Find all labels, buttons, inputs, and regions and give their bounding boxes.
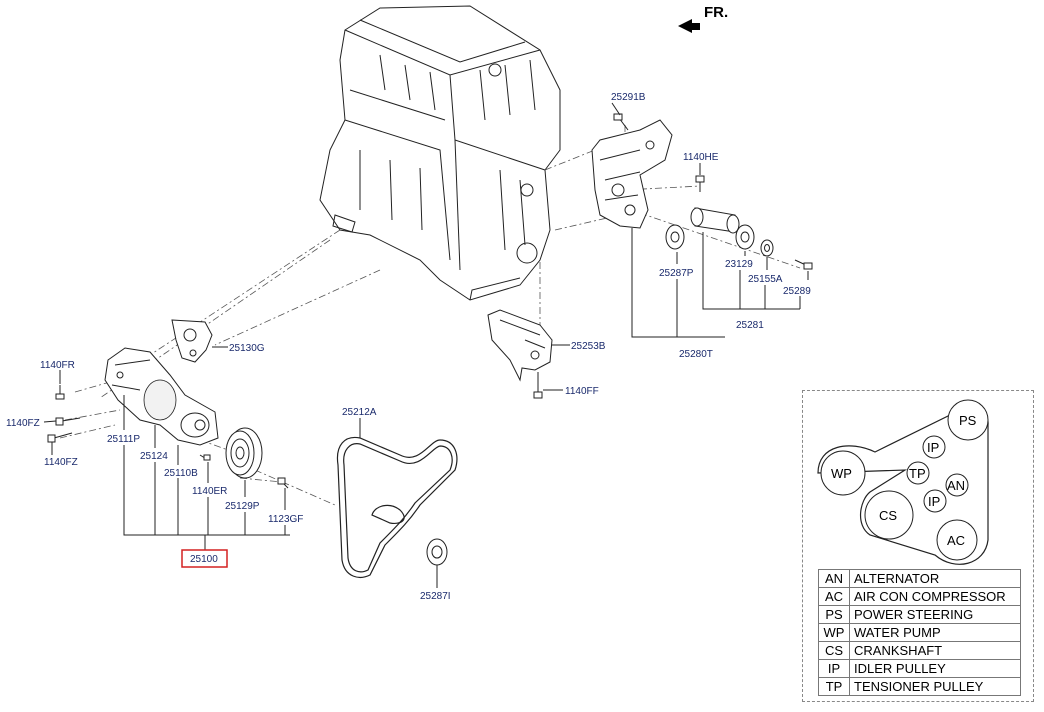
- legend-row: AN ALTERNATOR: [818, 569, 1021, 588]
- pulley-an-icon: [945, 473, 969, 497]
- bolt-1140FF: [533, 372, 543, 399]
- pulley-ac-icon: [936, 519, 978, 561]
- legend-row: TP TENSIONER PULLEY: [818, 677, 1021, 696]
- bracket-25253B: [487, 309, 553, 382]
- label-1140FF: 1140FF: [565, 386, 599, 397]
- legend-desc: AIR CON COMPRESSOR: [849, 587, 1021, 606]
- legend-code: CS: [818, 641, 850, 660]
- legend-code: PS: [818, 605, 850, 624]
- legend-row: WP WATER PUMP: [818, 623, 1021, 642]
- belt-routing-diagram: PS IP WP TP AN IP CS AC: [817, 399, 989, 565]
- label-25124: 25124: [140, 451, 168, 462]
- label-1140FZ-lower: 1140FZ: [44, 457, 78, 468]
- pulley-label-ip-top: IP: [927, 440, 939, 455]
- label-25281: 25281: [736, 320, 764, 331]
- label-25212A: 25212A: [342, 407, 377, 418]
- legend-code: WP: [818, 623, 850, 642]
- legend-row: CS CRANKSHAFT: [818, 641, 1021, 660]
- pulley-ip-mid-icon: [923, 489, 947, 513]
- pulley-ps-icon: [947, 399, 989, 441]
- label-1140HE: 1140HE: [683, 152, 719, 163]
- legend-row: PS POWER STEERING: [818, 605, 1021, 624]
- bolt-1140ER: [199, 454, 211, 461]
- label-1140FZ-upper: 1140FZ: [6, 418, 40, 429]
- tensioner-unit: [690, 207, 740, 234]
- legend-code: IP: [818, 659, 850, 678]
- label-25253B: 25253B: [571, 341, 606, 352]
- bolt-1140FZ-lower: [47, 432, 73, 443]
- legend-code: TP: [818, 677, 850, 696]
- pulley-label-ip-mid: IP: [928, 494, 940, 509]
- label-25130G: 25130G: [229, 343, 265, 354]
- pulley-label-ac: AC: [947, 533, 965, 548]
- tensioner-bracket: [591, 119, 673, 229]
- label-25280T: 25280T: [679, 349, 713, 360]
- label-23129: 23129: [725, 259, 753, 270]
- pulley-label-tp: TP: [909, 466, 926, 481]
- pulley-label-wp: WP: [831, 466, 852, 481]
- label-25155A: 25155A: [748, 274, 783, 285]
- bolt-1140HE: [695, 175, 705, 192]
- bolt-25289: [794, 259, 813, 270]
- washer-25155A: [760, 239, 774, 257]
- legend-desc: ALTERNATOR: [849, 569, 1021, 588]
- engine-block: [319, 5, 561, 301]
- bolt-1123GF: [277, 477, 289, 489]
- assembly-leader-lines: [59, 125, 801, 506]
- bolt-1140FR: [55, 385, 65, 400]
- legend-desc: TENSIONER PULLEY: [849, 677, 1021, 696]
- label-25289: 25289: [783, 286, 811, 297]
- legend-row: AC AIR CON COMPRESSOR: [818, 587, 1021, 606]
- legend-code: AN: [818, 569, 850, 588]
- legend-desc: POWER STEERING: [849, 605, 1021, 624]
- legend-desc: WATER PUMP: [849, 623, 1021, 642]
- part-labels: 25291B 1140HE 25287P 23129 25155A 25289 …: [6, 92, 811, 602]
- water-pump-housing: [104, 347, 219, 446]
- label-25111P: 25111P: [107, 434, 140, 445]
- bolt-25291B: [613, 113, 629, 131]
- label-25287I: 25287I: [420, 591, 451, 602]
- front-direction-arrow-icon: [678, 19, 700, 33]
- pulley-wp-icon: [820, 450, 866, 496]
- pulley-23129: [735, 224, 755, 250]
- pulley-ip-top-icon: [922, 435, 946, 459]
- label-25110B: 25110B: [164, 468, 198, 479]
- pulley-25129P: [225, 427, 263, 479]
- legend-frame: [802, 390, 1034, 702]
- highlight-box-25100: [181, 549, 228, 568]
- label-1140FR: 1140FR: [40, 360, 75, 371]
- callout-lines: [43, 102, 809, 588]
- label-25291B: 25291B: [611, 92, 646, 103]
- gasket-25130G: [171, 319, 213, 363]
- legend-desc: IDLER PULLEY: [849, 659, 1021, 678]
- legend-row: IP IDLER PULLEY: [818, 659, 1021, 678]
- legend-table: AN ALTERNATOR AC AIR CON COMPRESSOR PS P…: [818, 569, 1021, 696]
- pulley-label-cs: CS: [879, 508, 897, 523]
- label-1140ER: 1140ER: [192, 486, 227, 497]
- front-direction-label: FR.: [704, 4, 728, 21]
- label-25287P: 25287P: [659, 268, 694, 279]
- pulley-label-ps: PS: [959, 413, 977, 428]
- pulley-cs-icon: [864, 490, 914, 540]
- label-25100[interactable]: 25100: [190, 554, 218, 565]
- pulley-tp-icon: [906, 461, 930, 485]
- label-1123GF: 1123GF: [268, 514, 303, 525]
- pulley-25287P: [665, 224, 685, 250]
- label-25129P: 25129P: [225, 501, 260, 512]
- legend-desc: CRANKSHAFT: [849, 641, 1021, 660]
- legend-code: AC: [818, 587, 850, 606]
- pulley-label-an: AN: [947, 478, 965, 493]
- idler-pulley-25287I: [426, 538, 448, 566]
